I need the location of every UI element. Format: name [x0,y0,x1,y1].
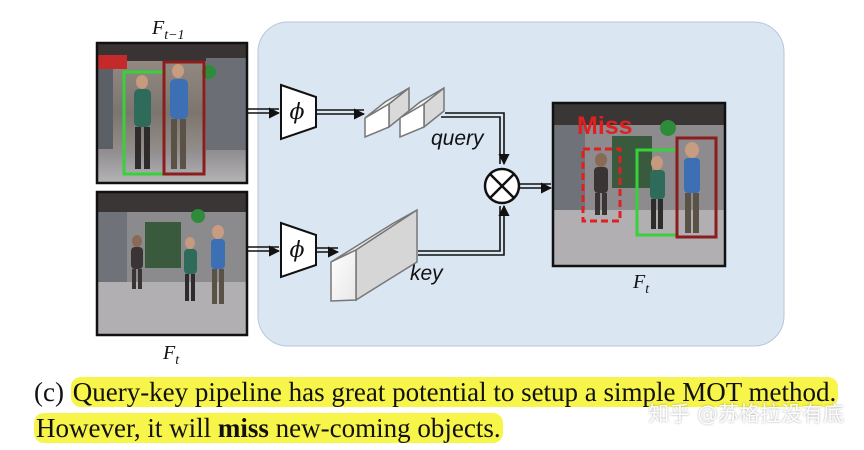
output-frame-label: Ft [632,271,650,297]
key-tensor [330,208,418,302]
output-frame-image [551,101,727,268]
query-tensor-2 [399,86,445,139]
watermark: 知乎 @苏格拉没有底 [648,402,844,426]
caption-text-2: new-coming objects. [268,413,501,443]
frame-curr-label: Ft [162,342,180,368]
svg-text:ϕ: ϕ [290,100,305,125]
arrow-operator-to-output [520,182,553,194]
frame-prev-label: Ft−1 [151,17,185,43]
query-label: query [431,127,485,150]
caption-text-1: Query-key pipeline has great potential t… [36,377,837,443]
arrow-encoder-to-query [317,108,366,120]
svg-text:ϕ: ϕ [290,238,305,263]
frame-curr-image [95,190,249,337]
encoder-bottom: ϕ [280,221,317,279]
key-label: key [410,262,444,285]
caption-prefix: (c) [34,377,71,407]
encoder-top: ϕ [280,83,317,141]
miss-label: Miss [577,112,633,140]
multiply-operator [483,167,521,205]
figure-caption: (c) Query-key pipeline has great potenti… [34,374,854,446]
caption-bold-word: miss [217,413,269,443]
query-to-operator-line [441,112,510,166]
frame-prev-image [95,41,249,185]
arrow-encoder-to-key [317,246,340,258]
arrow-prev-to-encoder [248,107,281,119]
arrow-curr-to-encoder [248,245,281,257]
query-tensor-1 [364,86,410,139]
key-to-operator-line [418,204,510,256]
